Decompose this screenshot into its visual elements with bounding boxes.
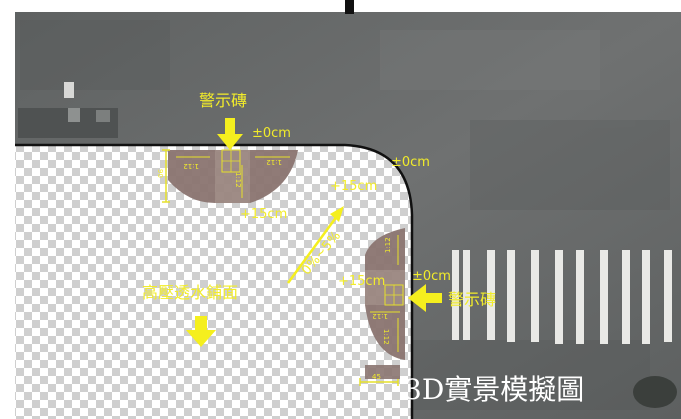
width-dim-top: 90 bbox=[156, 169, 164, 178]
rise-b-label: +15cm bbox=[240, 207, 287, 222]
sidewalk-area bbox=[15, 145, 412, 419]
ramp-dim-2: 1:12 bbox=[266, 158, 282, 166]
ramp-dim-3: 1:12 bbox=[234, 172, 242, 188]
ramp-dim-1: 1:12 bbox=[183, 162, 199, 170]
arrow-down-top-icon bbox=[217, 118, 243, 150]
pavement-label: 高壓透水鋪面 bbox=[142, 283, 238, 302]
curb-ramp-top bbox=[162, 149, 298, 203]
rise-a-label: +15cm bbox=[330, 179, 377, 194]
level-right-label: ±0cm bbox=[412, 269, 451, 284]
slope-arrow-icon bbox=[286, 206, 344, 284]
level-top-label: ±0cm bbox=[252, 126, 291, 141]
curb-ramp-right bbox=[359, 228, 405, 386]
arrow-left-right-icon bbox=[408, 284, 442, 312]
ramp-dim-6: 1:12 bbox=[382, 329, 390, 345]
pole-shadow bbox=[345, 0, 354, 14]
ramp-dim-4: 1:12 bbox=[384, 237, 392, 253]
arrow-down-pavement-icon bbox=[186, 316, 216, 347]
road-edge-debris bbox=[18, 82, 118, 138]
manhole bbox=[633, 376, 677, 408]
crosswalk-stripes bbox=[452, 250, 672, 344]
road-texture bbox=[20, 20, 670, 410]
level-corner-label: ±0cm bbox=[391, 155, 430, 170]
curb-line bbox=[15, 143, 414, 419]
rise-c-label: +15cm bbox=[338, 274, 385, 289]
ramp-dim-5: 1:12 bbox=[372, 312, 388, 320]
warning-brick-top-label: 警示磚 bbox=[199, 91, 247, 110]
warning-brick-right-label: 警示磚 bbox=[448, 290, 496, 309]
caption-3d-simulation: 3D實景模擬圖 bbox=[404, 373, 584, 406]
width-dim-bottom: 45 bbox=[372, 373, 381, 381]
